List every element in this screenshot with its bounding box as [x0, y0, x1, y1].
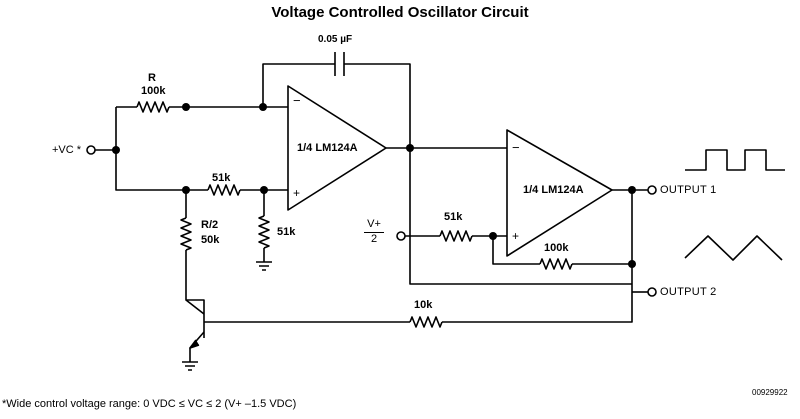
drawing-code: 00929922	[752, 388, 788, 397]
terminal-vplus	[396, 231, 406, 241]
footnote: *Wide control voltage range: 0 VDC ≤ VC …	[2, 398, 297, 410]
junction	[489, 232, 497, 240]
opamp-2-symbol	[506, 129, 613, 257]
junction	[628, 186, 636, 194]
resistor-r	[136, 101, 170, 113]
resistor-100k	[539, 258, 573, 270]
output2-label: OUTPUT 2	[660, 286, 717, 298]
resistor-51k-c	[439, 230, 473, 242]
vplus-label: V+ 2	[362, 218, 386, 245]
junction	[259, 103, 267, 111]
junction	[260, 186, 268, 194]
opamp-1-symbol	[287, 85, 387, 211]
triangle-wave-icon	[684, 235, 783, 261]
transistor-emitter-arrow	[189, 339, 200, 349]
terminal-output2	[647, 287, 657, 297]
vplus-top: V+	[367, 218, 381, 230]
r6-label: 10k	[414, 299, 433, 311]
vc-label: +VC *	[52, 144, 82, 156]
r1-label: 51k	[212, 172, 231, 184]
ground-1	[256, 261, 272, 271]
junction	[182, 103, 190, 111]
opamp-1-label: 1/4 LM124A	[297, 142, 358, 154]
capacitor	[334, 52, 345, 76]
r4-label: 51k	[444, 211, 463, 223]
wire-100k-left	[492, 236, 540, 265]
r3-label: 51k	[277, 226, 296, 238]
junction	[112, 146, 120, 154]
page-title: Voltage Controlled Oscillator Circuit	[271, 4, 529, 21]
opamp-2-label: 1/4 LM124A	[523, 184, 584, 196]
resistor-51k-a	[207, 184, 241, 196]
vplus-bar	[364, 232, 384, 233]
wire-left-vert	[115, 107, 208, 191]
r2-value: 50k	[201, 234, 220, 246]
square-wave-icon	[685, 149, 785, 171]
resistor-51k-b	[258, 215, 270, 249]
svg-text:+: +	[293, 186, 300, 200]
junction	[628, 260, 636, 268]
resistor-r2	[180, 217, 192, 251]
output1-label: OUTPUT 1	[660, 184, 717, 196]
r-name: R	[148, 72, 156, 84]
vplus-bottom: 2	[370, 233, 378, 245]
wire-r2-bot	[185, 250, 205, 308]
terminal-vc	[86, 145, 96, 155]
wire-10k-right	[442, 292, 633, 323]
wire-tri	[409, 148, 632, 285]
resistor-10k	[409, 316, 443, 328]
r2-name: R/2	[201, 219, 219, 231]
r5-label: 100k	[544, 242, 569, 254]
ground-2	[182, 361, 198, 371]
junction	[406, 144, 414, 152]
svg-text:−: −	[512, 140, 520, 155]
cap-label: 0.05 µF	[318, 34, 353, 45]
svg-text:+: +	[512, 229, 519, 243]
svg-text:−: −	[293, 93, 301, 108]
wire-cap-right	[344, 63, 411, 148]
junction	[182, 186, 190, 194]
terminal-output1	[647, 185, 657, 195]
wire-cap-left	[262, 63, 335, 107]
r-value: 100k	[141, 85, 166, 97]
transistor-collector	[185, 299, 205, 315]
